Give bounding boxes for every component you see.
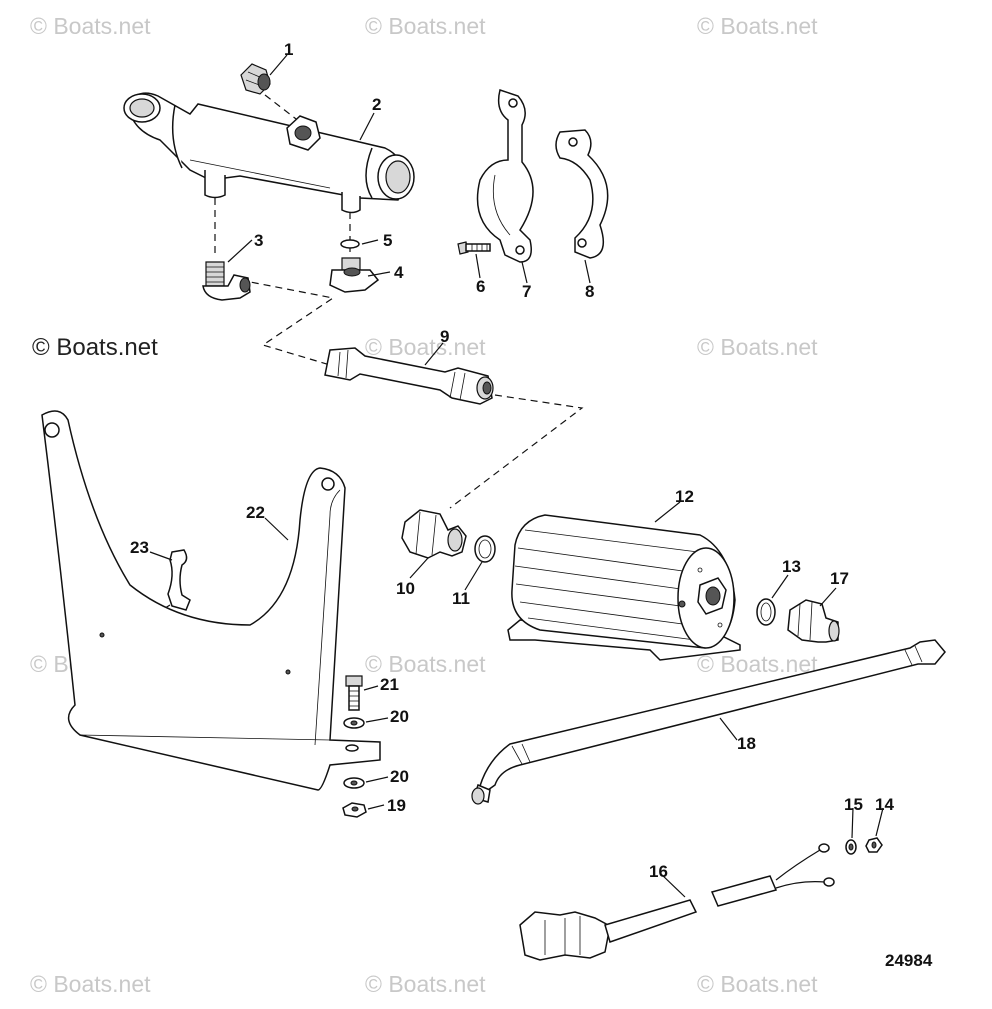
watermark: © Boats.net	[30, 13, 151, 39]
callout-9[interactable]: 9	[440, 327, 449, 346]
watermark: © Boats.net	[365, 13, 486, 39]
watermarks: © Boats.net © Boats.net © Boats.net © Bo…	[30, 13, 818, 997]
callout-11[interactable]: 11	[452, 589, 470, 608]
callout-7[interactable]: 7	[522, 282, 531, 301]
callout-23[interactable]: 23	[130, 538, 149, 557]
callout-4[interactable]: 4	[394, 263, 404, 282]
part-16-harness[interactable]	[519, 843, 835, 961]
watermark: © Boats.net	[365, 971, 486, 997]
part-15-washer[interactable]	[845, 839, 857, 855]
part-10-fitting[interactable]	[401, 509, 467, 559]
callout-1[interactable]: 1	[284, 40, 293, 59]
callout-14[interactable]: 14	[875, 795, 894, 814]
callout-22[interactable]: 22	[246, 503, 265, 522]
callout-20[interactable]: 20	[390, 767, 409, 786]
callout-5[interactable]: 5	[383, 231, 392, 250]
part-8-clamp[interactable]	[555, 129, 609, 259]
part-21-screw[interactable]	[345, 675, 363, 711]
callout-17[interactable]: 17	[830, 569, 849, 588]
callout-16[interactable]: 16	[649, 862, 668, 881]
part-6-screw[interactable]	[457, 241, 491, 255]
watermark: © Boats.net	[697, 651, 818, 677]
watermark: © Boats.net	[697, 334, 818, 360]
part-3-elbow-fitting[interactable]	[202, 261, 251, 301]
diagram-number: 24984	[885, 951, 933, 970]
watermark: © Boats.net	[30, 971, 151, 997]
part-5-o-ring[interactable]	[340, 239, 360, 249]
part-20-washer[interactable]	[343, 717, 365, 729]
callout-15[interactable]: 15	[844, 795, 863, 814]
callout-8[interactable]: 8	[585, 282, 594, 301]
part-11-o-ring[interactable]	[474, 535, 496, 563]
part-2-cooler[interactable]	[123, 92, 415, 214]
part-1-fitting[interactable]	[240, 63, 271, 95]
callout-13[interactable]: 13	[782, 557, 801, 576]
watermark: © Boats.net	[365, 651, 486, 677]
callout-12[interactable]: 12	[675, 487, 694, 506]
part-12-fuel-pump[interactable]	[507, 514, 741, 661]
part-23-clip[interactable]	[167, 549, 191, 611]
callout-6[interactable]: 6	[476, 277, 485, 296]
callout-10[interactable]: 10	[396, 579, 415, 598]
part-13-o-ring[interactable]	[756, 598, 776, 626]
part-17-fitting[interactable]	[787, 599, 840, 643]
part-4-tee-fitting[interactable]	[329, 257, 380, 293]
callout-18[interactable]: 18	[737, 734, 756, 753]
copyright-label: © Boats.net	[32, 334, 158, 361]
part-20-washer[interactable]	[343, 777, 365, 789]
callout-21[interactable]: 21	[380, 675, 399, 694]
callout-3[interactable]: 3	[254, 231, 263, 250]
part-18-hose[interactable]	[471, 639, 946, 805]
callout-20[interactable]: 20	[390, 707, 409, 726]
leader-lines	[149, 54, 884, 898]
callouts: 1 2 3 4 5 6 7 8 9 10 11 12 13 14 15 16 1…	[130, 40, 894, 881]
part-9-hose[interactable]	[324, 347, 494, 405]
callout-2[interactable]: 2	[372, 95, 381, 114]
part-19-nut[interactable]	[342, 802, 367, 818]
part-7-clamp[interactable]	[476, 89, 534, 263]
watermark: © Boats.net	[697, 971, 818, 997]
watermark: © Boats.net	[365, 334, 486, 360]
watermark: © Boats.net	[697, 13, 818, 39]
part-22-bracket[interactable]	[41, 410, 381, 791]
callout-19[interactable]: 19	[387, 796, 406, 815]
part-14-nut[interactable]	[865, 837, 883, 853]
